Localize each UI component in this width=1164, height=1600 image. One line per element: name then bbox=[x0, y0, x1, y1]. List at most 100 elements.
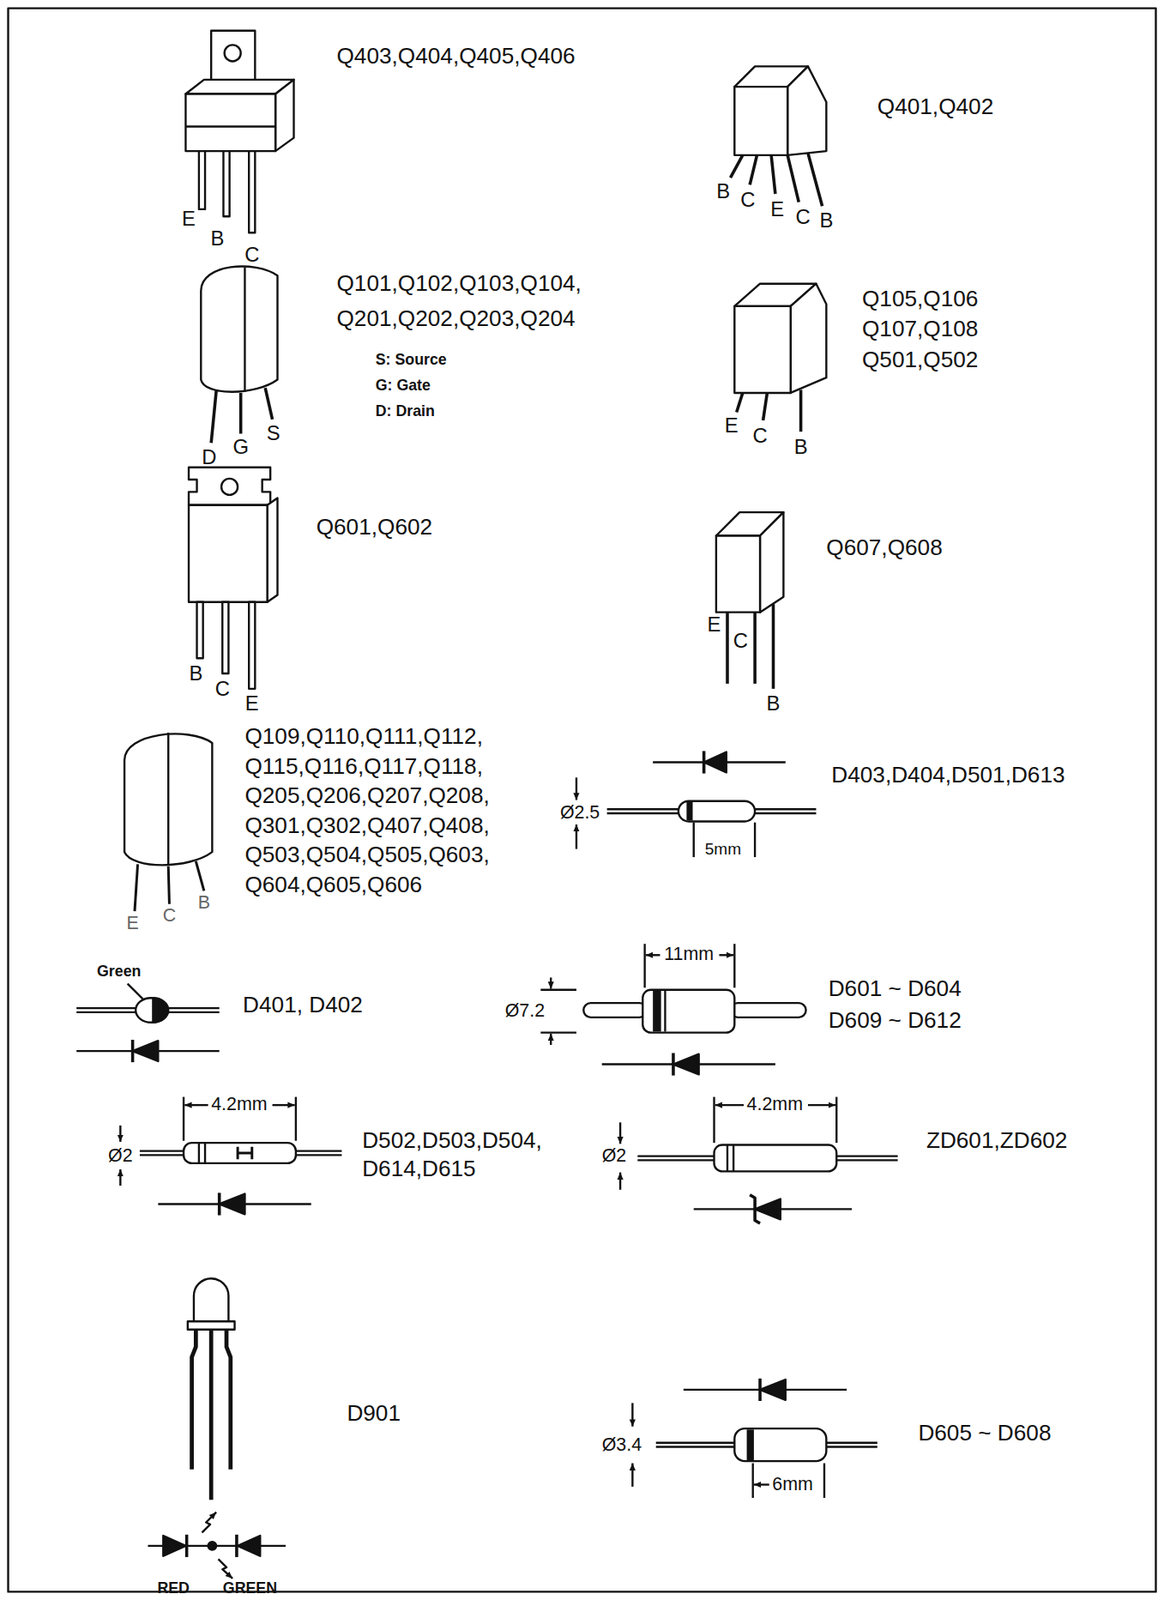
bicolor-led-part bbox=[162, 1535, 186, 1557]
small-diode-part bbox=[139, 1149, 184, 1152]
diode bbox=[632, 1378, 877, 1498]
bicolor-led-part bbox=[192, 1329, 197, 1470]
bicolor-led-part bbox=[193, 1278, 229, 1321]
part-label: Q105,Q106 Q107,Q108 Q501,Q502 bbox=[862, 283, 1010, 376]
pin-name: C bbox=[795, 205, 810, 230]
pin-name: S bbox=[266, 421, 281, 447]
rectifier-diode-part bbox=[583, 1002, 647, 1018]
small-diode-part bbox=[182, 1097, 185, 1141]
small-diode-part bbox=[119, 1169, 121, 1186]
transistor-to-92-part bbox=[167, 732, 169, 866]
small-diode-part bbox=[272, 1103, 296, 1106]
small-transistor bbox=[734, 283, 827, 432]
part-label: ZD601,ZD602 bbox=[926, 1127, 1068, 1154]
zener-diode bbox=[620, 1097, 898, 1224]
to-126-transistor-part bbox=[199, 150, 206, 210]
rectifier-diode-part bbox=[549, 977, 552, 989]
bicolor-led-part bbox=[226, 1329, 231, 1470]
dual-transistor-part bbox=[734, 86, 788, 156]
rectifier-diode-part bbox=[540, 1031, 577, 1033]
small-diode-part bbox=[219, 1194, 246, 1215]
fet-to-92-part bbox=[243, 267, 246, 393]
bicolor-led-part bbox=[185, 1534, 189, 1557]
fet-to-92 bbox=[200, 266, 278, 444]
to-126-transistor-part bbox=[224, 44, 242, 61]
zener-diode-part bbox=[836, 1158, 898, 1161]
part-label: Q109,Q110,Q111,Q112, Q115,Q116,Q117,Q118… bbox=[244, 721, 521, 899]
small-diode-part bbox=[217, 1192, 222, 1215]
diode-body-part bbox=[686, 802, 693, 821]
pin-name: E bbox=[126, 912, 139, 935]
zener-diode-part bbox=[637, 1158, 714, 1161]
small-diode-part bbox=[198, 1142, 200, 1164]
dimension: 6mm bbox=[771, 1473, 814, 1496]
diode-symbol-part bbox=[702, 750, 706, 773]
zener-diode-part bbox=[836, 1154, 898, 1157]
dual-transistor-part-part bbox=[787, 155, 799, 203]
bicolor-led-part bbox=[235, 1534, 239, 1557]
part-label: D403,D404,D501,D613 bbox=[831, 761, 1065, 789]
bicolor-led-part bbox=[237, 1535, 260, 1557]
diode-body-part bbox=[575, 824, 578, 850]
to-220-transistor-part bbox=[222, 602, 229, 674]
to-126-transistor-part bbox=[275, 79, 294, 151]
diode-part bbox=[826, 1445, 877, 1448]
diode-bead bbox=[76, 983, 220, 1063]
diode-symbol-part bbox=[704, 752, 727, 773]
part-label: Q601,Q602 bbox=[316, 513, 433, 541]
zener-diode-part bbox=[712, 1097, 715, 1144]
small-transistor-part-part bbox=[736, 392, 743, 413]
transistor-to-92-part bbox=[134, 861, 205, 911]
pin-name: C bbox=[752, 423, 767, 449]
transistor-to-92-part-part bbox=[195, 861, 205, 891]
to-220-transistor-part bbox=[197, 602, 204, 658]
small-transistor-part-part bbox=[725, 612, 730, 684]
bicolor-led-part bbox=[209, 1329, 214, 1501]
pin-name: E bbox=[724, 413, 739, 439]
small-diode-part bbox=[139, 1153, 184, 1156]
diode-body-part bbox=[754, 808, 816, 810]
fet-to-92-part-part bbox=[239, 392, 243, 435]
small-diode-part bbox=[295, 1097, 297, 1141]
drawing-part bbox=[8, 8, 1157, 1593]
zener-diode-part bbox=[754, 1199, 781, 1220]
bicolor-led-part bbox=[218, 1558, 234, 1579]
diode-part bbox=[752, 1463, 754, 1498]
diode-bead-part bbox=[165, 1011, 220, 1014]
pin-name: B bbox=[716, 179, 730, 205]
led-colour: RED bbox=[156, 1579, 190, 1598]
zener-diode-part bbox=[714, 1144, 838, 1171]
to-220-transistor-part bbox=[188, 467, 271, 506]
to-126-transistor bbox=[185, 30, 294, 233]
rectifier-diode-part bbox=[645, 953, 661, 956]
rectifier-diode bbox=[540, 943, 806, 1075]
pin-name: E bbox=[770, 197, 785, 223]
colour-note: Green bbox=[96, 962, 141, 981]
zener-diode-part bbox=[732, 1144, 735, 1171]
dual-transistor-part-part bbox=[808, 152, 823, 206]
diode-body-part bbox=[575, 777, 578, 800]
diode-body-part bbox=[693, 822, 695, 857]
rectifier-diode-part bbox=[549, 1033, 552, 1045]
pin-name: B bbox=[794, 434, 809, 460]
pin-name: C bbox=[733, 628, 748, 654]
diode-part bbox=[759, 1379, 786, 1400]
part-label: D502,D503,D504, D614,D615 bbox=[361, 1126, 613, 1184]
small-diode-part bbox=[184, 1103, 208, 1106]
zener-diode-part bbox=[749, 1194, 760, 1224]
part-label: D601 ~ D604 D609 ~ D612 bbox=[828, 972, 994, 1037]
small-diode-part bbox=[119, 1125, 121, 1142]
diode-body-part bbox=[753, 822, 756, 857]
transistor-to-92-part-part bbox=[134, 863, 139, 911]
to-220-transistor-part bbox=[221, 478, 238, 495]
to-126-transistor-part bbox=[185, 93, 276, 151]
small-transistor bbox=[716, 512, 784, 689]
small-diode-part bbox=[204, 1142, 206, 1164]
to-220-transistor-part bbox=[267, 497, 278, 602]
pin-name: B bbox=[198, 892, 211, 915]
small-transistor-part-part bbox=[753, 612, 757, 684]
fet-to-92-part-part bbox=[265, 387, 272, 420]
pin-name: C bbox=[162, 904, 176, 928]
zener-diode-part bbox=[637, 1154, 714, 1157]
